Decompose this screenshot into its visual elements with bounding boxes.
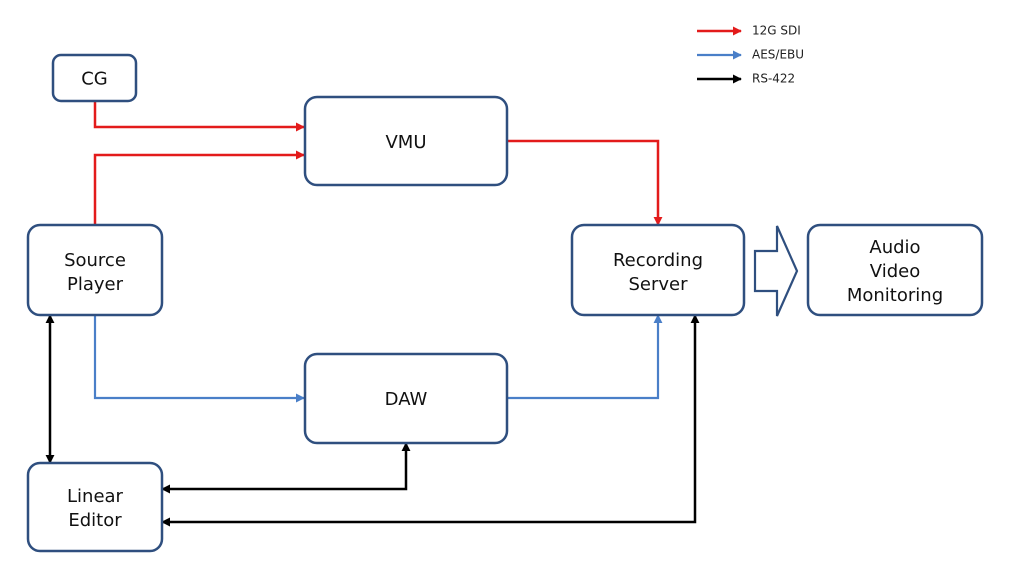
legend-label-aes-ebu: AES/EBU bbox=[752, 48, 804, 62]
node-vmu: VMU bbox=[303, 95, 509, 187]
legend: 12G SDI AES/EBU RS-422 bbox=[697, 24, 804, 86]
connector-cg-to-vmu bbox=[93, 101, 305, 132]
node-audio-video-monitoring: Audio Video Monitoring bbox=[806, 223, 984, 317]
output-arrow bbox=[753, 225, 799, 317]
node-daw: DAW bbox=[303, 352, 509, 445]
node-linear-editor-label-line1: Linear bbox=[67, 486, 124, 507]
node-linear-editor: Linear Editor bbox=[26, 461, 164, 553]
node-cg-label: CG bbox=[81, 69, 108, 90]
node-linear-editor-label-line2: Editor bbox=[68, 510, 122, 531]
node-monitoring-label-line2: Video bbox=[870, 261, 920, 282]
node-monitoring-label-line1: Audio bbox=[869, 237, 920, 258]
node-source-player-label-line1: Source bbox=[64, 250, 126, 271]
node-cg: CG bbox=[51, 53, 138, 103]
node-monitoring-label-line3: Monitoring bbox=[847, 285, 943, 306]
legend-label-12g-sdi: 12G SDI bbox=[752, 24, 801, 38]
node-source-player: Source Player bbox=[26, 223, 164, 317]
connector-source-player-to-vmu bbox=[93, 150, 305, 225]
node-vmu-label: VMU bbox=[385, 132, 426, 153]
node-source-player-label-line2: Player bbox=[67, 274, 124, 295]
node-daw-label: DAW bbox=[385, 389, 428, 410]
connector-daw-to-recording-server bbox=[507, 314, 663, 400]
node-recording-server-label-line2: Server bbox=[628, 274, 688, 295]
connector-source-player-to-daw bbox=[93, 315, 305, 403]
connector-linear-editor-recording-server bbox=[161, 314, 700, 527]
connector-vmu-to-recording-server bbox=[507, 139, 663, 226]
node-recording-server: Recording Server bbox=[570, 223, 746, 317]
legend-label-rs-422: RS-422 bbox=[752, 72, 795, 86]
node-recording-server-label-line1: Recording bbox=[613, 250, 703, 271]
connector-linear-editor-daw bbox=[161, 442, 411, 494]
